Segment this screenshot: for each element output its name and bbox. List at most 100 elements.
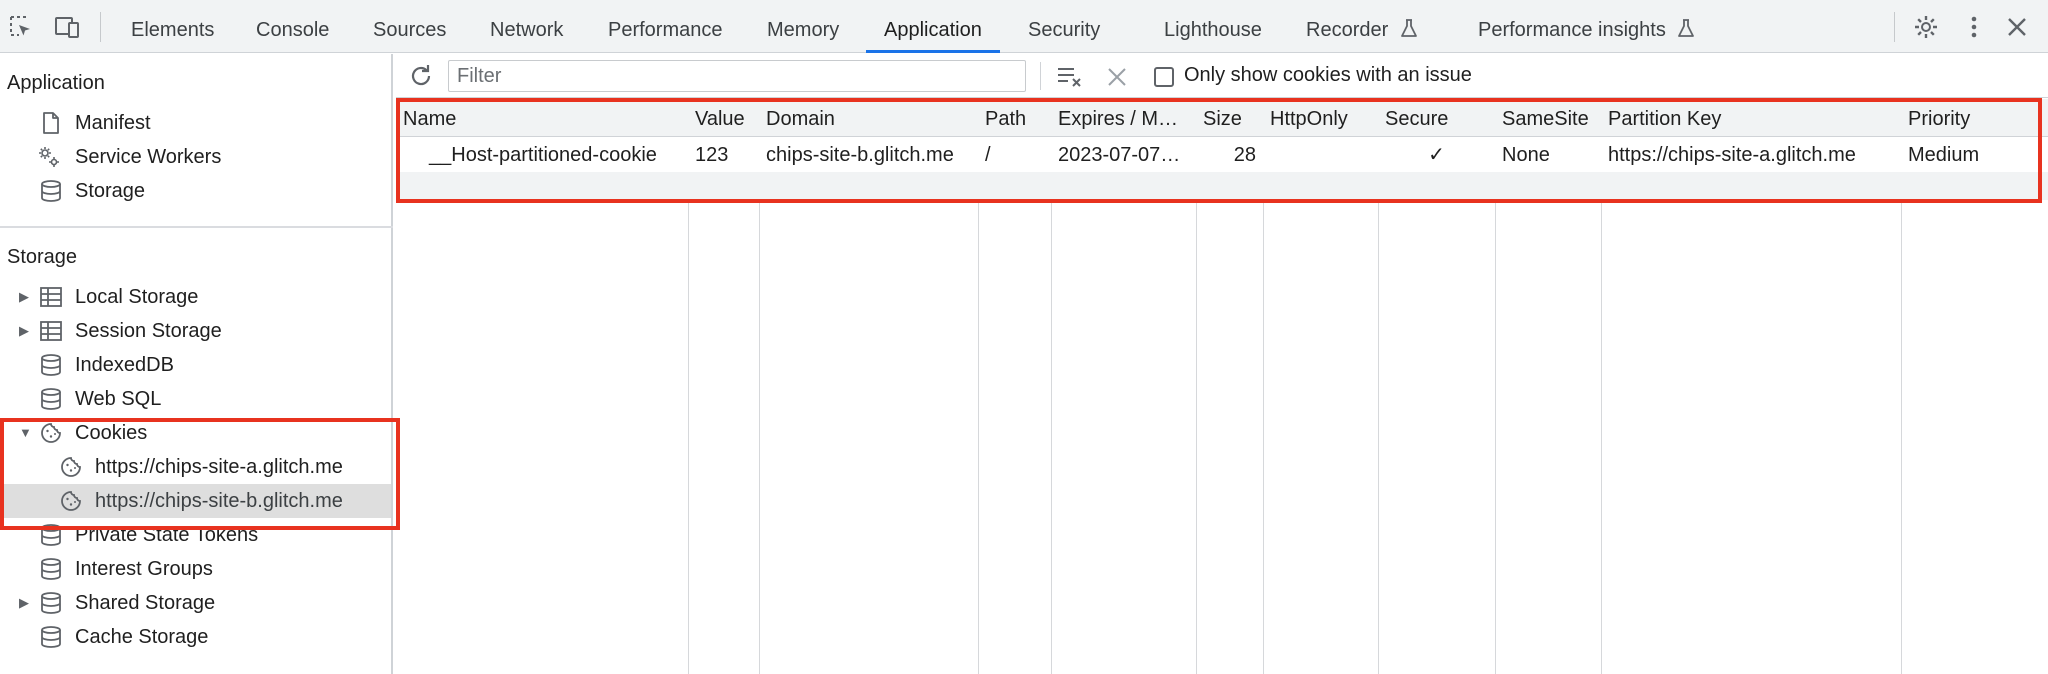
cell-domain: chips-site-b.glitch.me — [766, 144, 954, 166]
cell-expires: 2023-07-07… — [1058, 144, 1181, 166]
cell-priority: Medium — [1908, 144, 1980, 166]
tab-elements[interactable]: Elements — [131, 19, 215, 41]
column-divider — [1601, 99, 1602, 674]
sidebar-item-label: Interest Groups — [75, 558, 213, 580]
database-icon — [41, 592, 61, 614]
tab-performance-insights-label: Performance insights — [1478, 19, 1666, 41]
cell-value: 123 — [695, 144, 729, 166]
column-header-secure[interactable]: Secure — [1385, 108, 1449, 130]
experiment-flask-icon — [1400, 18, 1417, 37]
table-header: Name Value Domain Path Expires / M… Size… — [396, 99, 2048, 137]
cookie-icon — [61, 457, 81, 477]
refresh-icon[interactable] — [408, 63, 434, 89]
database-icon — [41, 626, 61, 648]
sidebar-item-indexeddb[interactable]: IndexedDB — [0, 348, 391, 382]
tab-memory[interactable]: Memory — [767, 19, 840, 41]
sidebar-item-label: https://chips-site-a.glitch.me — [95, 456, 343, 478]
column-header-priority[interactable]: Priority — [1908, 108, 1971, 130]
sidebar-section-storage: Storage — [7, 246, 78, 268]
sidebar-item-label: Storage — [75, 180, 146, 202]
column-divider — [1495, 99, 1496, 674]
tab-network[interactable]: Network — [490, 19, 564, 41]
database-icon — [41, 354, 61, 376]
database-icon — [41, 180, 61, 202]
cell-size: 28 — [1233, 144, 1256, 166]
column-header-samesite[interactable]: SameSite — [1502, 108, 1589, 130]
sidebar-item-interest-groups[interactable]: Interest Groups — [0, 552, 391, 586]
sidebar-item-label: Session Storage — [75, 320, 222, 342]
sidebar-item-label: Local Storage — [75, 286, 199, 308]
toolbar-separator — [100, 12, 101, 42]
close-icon[interactable] — [2004, 14, 2030, 40]
tab-performance[interactable]: Performance — [608, 19, 723, 41]
only-issues-checkbox[interactable] — [1154, 67, 1174, 87]
sidebar-item-private-state-tokens[interactable]: Private State Tokens — [0, 518, 391, 552]
collapse-arrow-icon[interactable]: ▼ — [19, 425, 32, 440]
cell-path: / — [985, 144, 991, 166]
table-icon — [40, 321, 62, 341]
sidebar-item-storage[interactable]: Storage — [0, 174, 391, 208]
column-header-size[interactable]: Size — [1203, 108, 1242, 130]
tab-application[interactable]: Application — [866, 0, 1000, 53]
sidebar-item-local-storage[interactable]: ▶ Local Storage — [0, 280, 391, 314]
cell-partition-key: https://chips-site-a.glitch.me — [1608, 144, 1856, 166]
database-icon — [41, 558, 61, 580]
expand-arrow-icon[interactable]: ▶ — [19, 289, 29, 304]
sidebar-item-shared-storage[interactable]: ▶ Shared Storage — [0, 586, 391, 620]
column-divider — [1196, 99, 1197, 674]
column-divider — [759, 99, 760, 674]
table-row[interactable]: __Host-partitioned-cookie 123 chips-site… — [396, 137, 2048, 172]
column-divider — [1378, 99, 1379, 674]
column-header-httponly[interactable]: HttpOnly — [1270, 108, 1348, 130]
device-toolbar-icon[interactable] — [54, 14, 80, 40]
cell-samesite: None — [1502, 144, 1550, 166]
sidebar-item-manifest[interactable]: Manifest — [0, 106, 391, 140]
gear-icon[interactable] — [1913, 14, 1939, 40]
clear-all-icon[interactable] — [1056, 64, 1084, 90]
sidebar-item-label: Cache Storage — [75, 626, 209, 648]
expand-arrow-icon[interactable]: ▶ — [19, 323, 29, 338]
inspect-element-icon[interactable] — [8, 14, 34, 40]
sidebar-item-label: Web SQL — [75, 388, 162, 410]
column-divider — [1901, 99, 1902, 674]
sidebar-item-cache-storage[interactable]: Cache Storage — [0, 620, 391, 654]
sidebar-item-label: IndexedDB — [75, 354, 174, 376]
sidebar-item-cookie-site-b[interactable]: https://chips-site-b.glitch.me — [0, 484, 391, 518]
tab-console[interactable]: Console — [256, 19, 330, 41]
column-header-partition-key[interactable]: Partition Key — [1608, 108, 1722, 130]
tab-security[interactable]: Security — [1028, 19, 1101, 41]
sidebar-item-web-sql[interactable]: Web SQL — [0, 382, 391, 416]
cell-httponly — [1263, 137, 1378, 172]
database-icon — [41, 388, 61, 410]
sidebar-divider — [0, 226, 393, 228]
column-header-domain[interactable]: Domain — [766, 108, 835, 130]
sidebar-item-label: Cookies — [75, 422, 148, 444]
sidebar-item-label: Private State Tokens — [75, 524, 259, 546]
tab-performance-insights[interactable]: Performance insights — [1478, 0, 1695, 53]
tab-sources[interactable]: Sources — [373, 19, 447, 41]
cell-name: __Host-partitioned-cookie — [429, 144, 657, 166]
kebab-menu-icon[interactable] — [1961, 14, 1987, 40]
table-empty-row — [396, 172, 2048, 200]
column-header-name[interactable]: Name — [403, 108, 457, 130]
cookie-icon — [41, 423, 61, 443]
column-divider — [688, 99, 689, 674]
tab-recorder[interactable]: Recorder — [1306, 0, 1418, 53]
tab-lighthouse[interactable]: Lighthouse — [1164, 19, 1262, 41]
delete-selected-icon[interactable] — [1106, 66, 1128, 88]
column-header-value[interactable]: Value — [695, 108, 745, 130]
sidebar-item-service-workers[interactable]: Service Workers — [0, 140, 391, 174]
sidebar-item-cookie-site-a[interactable]: https://chips-site-a.glitch.me — [0, 450, 391, 484]
column-divider — [1051, 99, 1052, 674]
sidebar-item-label: https://chips-site-b.glitch.me — [95, 490, 343, 512]
sidebar-section-application: Application — [7, 72, 105, 94]
sidebar-item-cookies[interactable]: ▼ Cookies — [0, 416, 391, 450]
expand-arrow-icon[interactable]: ▶ — [19, 595, 29, 610]
column-header-expires[interactable]: Expires / M… — [1058, 108, 1179, 130]
column-header-path[interactable]: Path — [985, 108, 1027, 130]
filter-input[interactable] — [448, 60, 1026, 92]
sidebar-item-session-storage[interactable]: ▶ Session Storage — [0, 314, 391, 348]
document-icon — [43, 112, 59, 134]
column-divider — [978, 99, 979, 674]
sidebar-item-label: Manifest — [75, 112, 151, 134]
